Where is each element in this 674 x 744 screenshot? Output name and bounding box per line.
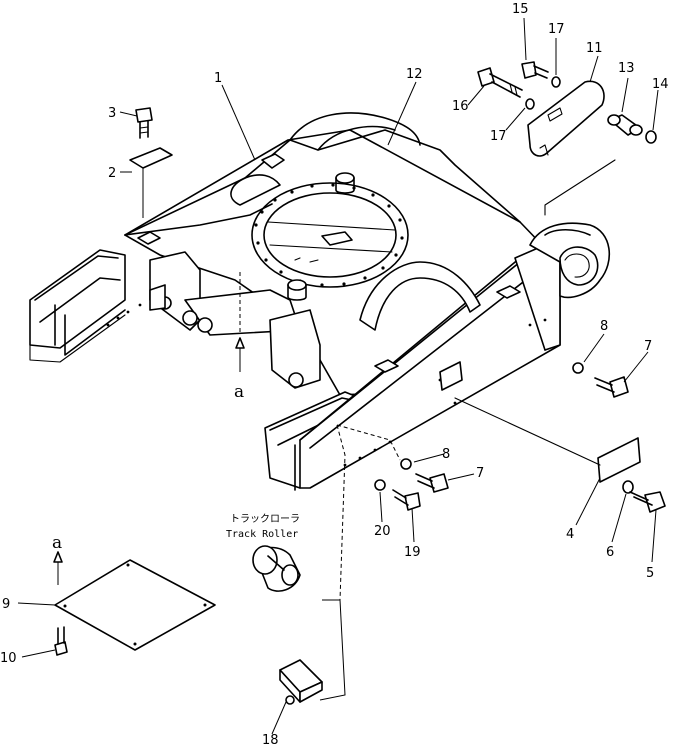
washer-17-top bbox=[551, 76, 561, 88]
washer-20 bbox=[374, 479, 386, 491]
washer-8-right bbox=[572, 362, 584, 374]
callout-3: 3 bbox=[108, 106, 116, 121]
dashed-reference-line bbox=[336, 424, 346, 601]
washer-17-lower bbox=[525, 98, 535, 110]
callout-5: 5 bbox=[646, 566, 654, 581]
callout-17-top: 17 bbox=[548, 22, 565, 37]
callout-13: 13 bbox=[618, 61, 635, 76]
pin-13 bbox=[607, 114, 643, 136]
guard-18 bbox=[279, 659, 323, 705]
callout-16: 16 bbox=[452, 99, 469, 114]
callout-4: 4 bbox=[566, 527, 574, 542]
callout-20: 20 bbox=[374, 524, 391, 539]
track-roller-label-jp: トラックローラ bbox=[230, 513, 300, 525]
bolt-15 bbox=[521, 61, 549, 79]
plate-4 bbox=[597, 437, 641, 483]
swing-circle-bolts bbox=[254, 183, 404, 287]
washer-8-center bbox=[400, 458, 412, 470]
view-mark-a-detail: a bbox=[52, 533, 62, 553]
bolt-5 bbox=[629, 491, 666, 513]
callout-14: 14 bbox=[652, 77, 669, 92]
callout-6: 6 bbox=[606, 545, 614, 560]
callout-7-center: 7 bbox=[476, 466, 484, 481]
bolt-7-center bbox=[415, 473, 449, 493]
callout-19: 19 bbox=[404, 545, 421, 560]
callout-1: 1 bbox=[214, 71, 222, 86]
cover-11 bbox=[527, 80, 605, 157]
callout-9: 9 bbox=[2, 597, 10, 612]
washer-14 bbox=[645, 130, 657, 144]
callout-8-center: 8 bbox=[442, 447, 450, 462]
callout-18: 18 bbox=[262, 733, 279, 744]
leader-frame-to-plate bbox=[454, 397, 601, 466]
view-mark-a-main: a bbox=[234, 382, 244, 402]
bolt-16 bbox=[477, 67, 523, 98]
track-roller bbox=[252, 545, 301, 592]
callout-15: 15 bbox=[512, 2, 529, 17]
callout-17-lower: 17 bbox=[490, 129, 507, 144]
callout-leaders bbox=[17, 17, 659, 735]
bolt-19 bbox=[392, 489, 421, 511]
callout-2: 2 bbox=[108, 166, 116, 181]
track-frame bbox=[29, 112, 611, 491]
callout-11: 11 bbox=[586, 41, 603, 56]
track-roller-label-en: Track Roller bbox=[226, 529, 298, 540]
callout-10: 10 bbox=[0, 651, 17, 666]
pad-2 bbox=[129, 147, 173, 218]
bolt-7-right bbox=[594, 376, 629, 398]
callout-7-right: 7 bbox=[644, 339, 652, 354]
view-arrow-a-detail bbox=[53, 551, 63, 585]
bolt-3 bbox=[135, 107, 153, 139]
washer-6 bbox=[622, 480, 634, 494]
callout-8-right: 8 bbox=[600, 319, 608, 334]
plate-9 bbox=[54, 559, 216, 651]
callout-12: 12 bbox=[406, 67, 423, 82]
bolt-10 bbox=[54, 626, 68, 656]
